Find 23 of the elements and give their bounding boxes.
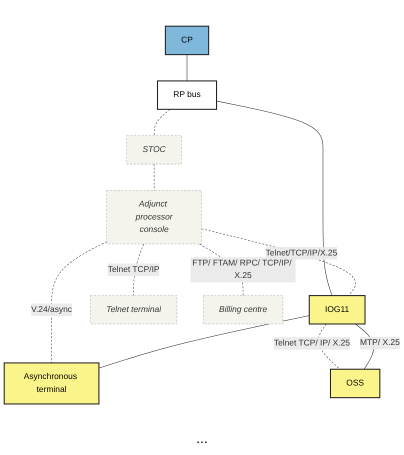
node-box [330,368,380,398]
node-box [164,26,210,56]
connector [98,315,310,368]
edge-label: Telnet TCP/IP [108,264,160,274]
edge-label: V.24/async [31,304,72,314]
node-box [126,135,182,164]
edge-label: MTP/ X.25 [360,338,400,348]
edge-label: Telnet/TCP/IP/X.25 [266,248,338,258]
node-box [202,295,284,324]
connector [51,241,108,364]
network-diagram: Telnet/TCP/IP/X.25 V.24/async Telnet TCP/IP FTP/ FTAM/ RPC/ TCP/IP/ X.25 Telnet TCP/ IP/ X.25 MTP/ X.25 CP RP bus STOC Adjunct processor console IOG11 Asynchronous terminal Telnet terminal Billing centre OSS [0,22,404,408]
node-box [90,295,178,324]
node-box [156,80,218,110]
node-box [308,294,366,324]
connector [216,100,332,296]
edge-label: Telnet TCP/ IP/ X.25 [274,338,350,348]
connector [186,54,188,82]
edge-label: FTP/ FTAM/ RPC/ TCP/IP/ X.25 [192,258,292,280]
node-box [4,362,100,404]
ellipsis-note: ... [196,430,208,446]
connector [201,228,356,296]
node-box [106,190,202,244]
connector [154,108,170,136]
